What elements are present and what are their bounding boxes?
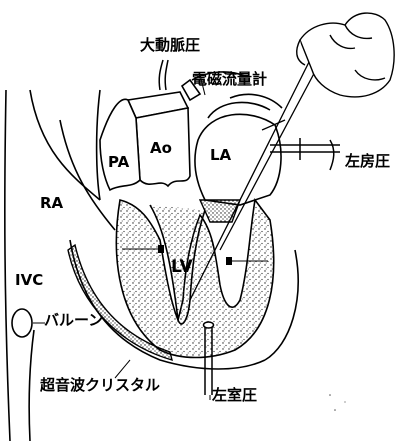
label-left-atrial-pressure: 左房圧 [345,154,390,169]
label-pa: PA [108,155,129,170]
label-ivc: IVC [15,273,43,288]
speckles [329,394,345,411]
label-balloon: バルーン [44,313,103,328]
label-lv: LV [171,259,193,276]
left-atrium [195,94,282,205]
label-flow-meter: 電磁流量計 [192,72,267,87]
label-left-ventricular-pressure: 左室圧 [212,388,257,403]
label-ao: Ao [150,141,172,156]
pulmonary-artery [100,99,140,190]
label-ultrasonic-crystal: 超音波クリスタル [40,378,160,393]
left-ventricle-wall [116,200,273,358]
hand-illustration [297,13,394,97]
label-ra: RA [40,196,63,211]
label-aortic-pressure: 大動脈圧 [140,38,200,53]
label-la: LA [210,148,231,163]
balloon [12,309,32,337]
aortic-catheter [159,60,168,90]
